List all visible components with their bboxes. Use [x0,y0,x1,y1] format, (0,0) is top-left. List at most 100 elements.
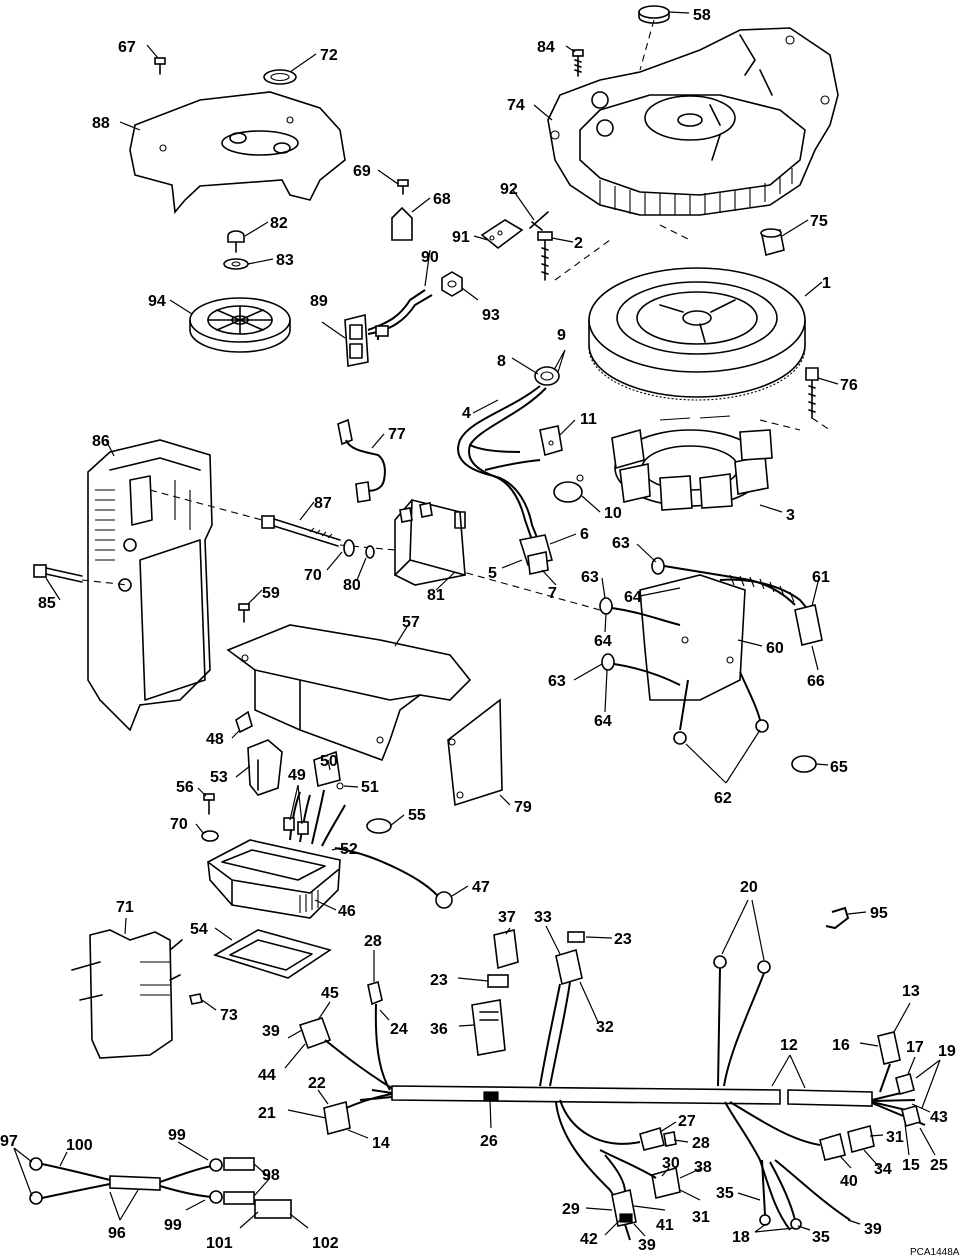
callout-52: 52 [340,841,358,858]
callout-36: 36 [430,1021,448,1038]
callout-4: 4 [462,405,471,422]
callout-80: 80 [343,577,361,594]
part-96-jumper-harness [29,1157,292,1219]
part-74-flywheel-cover [547,27,839,216]
callout-81: 81 [427,587,445,604]
callout-56: 56 [176,779,194,796]
callout-63b: 63 [581,569,599,586]
callout-54: 54 [190,921,208,938]
callout-25: 25 [930,1157,948,1174]
callout-91: 91 [452,229,470,246]
callout-53: 53 [210,769,228,786]
callout-14: 14 [372,1135,390,1152]
part-53-connector [247,739,283,796]
part-22-connector [323,1093,393,1136]
callout-65: 65 [830,759,848,776]
part-3-stator [611,415,773,511]
part-79-plate [447,698,503,807]
callout-69: 69 [353,163,371,180]
part-48-clip [235,710,253,734]
part-83-washer [223,258,249,270]
callout-62: 62 [714,790,732,807]
part-13-connector [877,1031,901,1093]
callout-93: 93 [482,307,500,324]
callout-72: 72 [320,47,338,64]
callout-45: 45 [321,985,339,1002]
callout-47: 47 [472,879,490,896]
callout-43: 43 [930,1109,948,1126]
part-12-main-harness [359,1085,926,1241]
diagram-code: PCA1448A [910,1247,960,1258]
callout-90: 90 [421,249,439,266]
part-84-screw [572,49,584,77]
part-1-flywheel [588,267,806,401]
callout-22: 22 [308,1075,326,1092]
part-61-harness [719,574,823,646]
callout-63c: 63 [548,673,566,690]
callout-75: 75 [810,213,828,230]
callout-66: 66 [807,673,825,690]
part-54-gasket [213,929,332,979]
leader-2-dashed [554,224,691,281]
leader-lines [13,11,941,1237]
part-30-wires [599,1149,657,1193]
callout-33: 33 [534,909,552,926]
part-69-screw [397,179,409,195]
callout-42: 42 [580,1231,598,1248]
callout-95: 95 [870,905,888,922]
part-20-ring-terminals [713,955,771,1087]
part-62-ground-wires [673,671,769,745]
callout-46: 46 [338,903,356,920]
callout-27: 27 [678,1113,696,1130]
part-93-nut [441,271,463,297]
callout-79: 79 [514,799,532,816]
part-82-screw [227,230,245,253]
callout-70b: 70 [170,816,188,833]
leader-76-dashed [759,417,831,431]
callout-92: 92 [500,181,518,198]
callout-71: 71 [116,899,134,916]
callout-37: 37 [498,909,516,926]
part-81-ignition-coil [394,499,466,586]
part-77-spark-lead [337,418,386,503]
callout-16: 16 [832,1037,850,1054]
callout-19: 19 [938,1043,956,1060]
callout-9: 9 [557,327,566,344]
callout-23b: 23 [430,972,448,989]
callout-39a: 39 [262,1023,280,1040]
callout-84: 84 [537,39,555,56]
callout-59: 59 [262,585,280,602]
callout-48: 48 [206,731,224,748]
callout-39c: 39 [864,1221,882,1238]
part-71-cover [71,929,183,1059]
callout-87: 87 [314,495,332,512]
callout-83: 83 [276,252,294,269]
callout-70a: 70 [304,567,322,584]
callout-61: 61 [812,569,830,586]
callout-60: 60 [766,640,784,657]
callout-3: 3 [786,507,795,524]
callout-41: 41 [656,1217,674,1234]
callout-12: 12 [780,1037,798,1054]
callout-86: 86 [92,433,110,450]
part-60-bracket [639,574,746,701]
leader-85-dashed [81,579,129,586]
callout-17: 17 [906,1039,924,1056]
part-2-screw [537,231,553,281]
callout-101: 101 [206,1235,233,1252]
part-87-bolt [261,515,341,547]
part-46-power-pack [207,839,341,919]
callout-13: 13 [902,983,920,1000]
part-75-bushing [760,228,785,257]
callout-63a: 63 [612,535,630,552]
part-80-washer [365,545,375,559]
part-38-connector [651,1166,681,1199]
callout-31a: 31 [886,1129,904,1146]
callout-11: 11 [580,411,597,428]
callout-38: 38 [694,1159,712,1176]
callout-102: 102 [312,1235,339,1252]
part-8-grommet [534,366,560,386]
callout-39b: 39 [638,1237,656,1254]
callout-8: 8 [497,353,506,370]
callout-76: 76 [840,377,858,394]
